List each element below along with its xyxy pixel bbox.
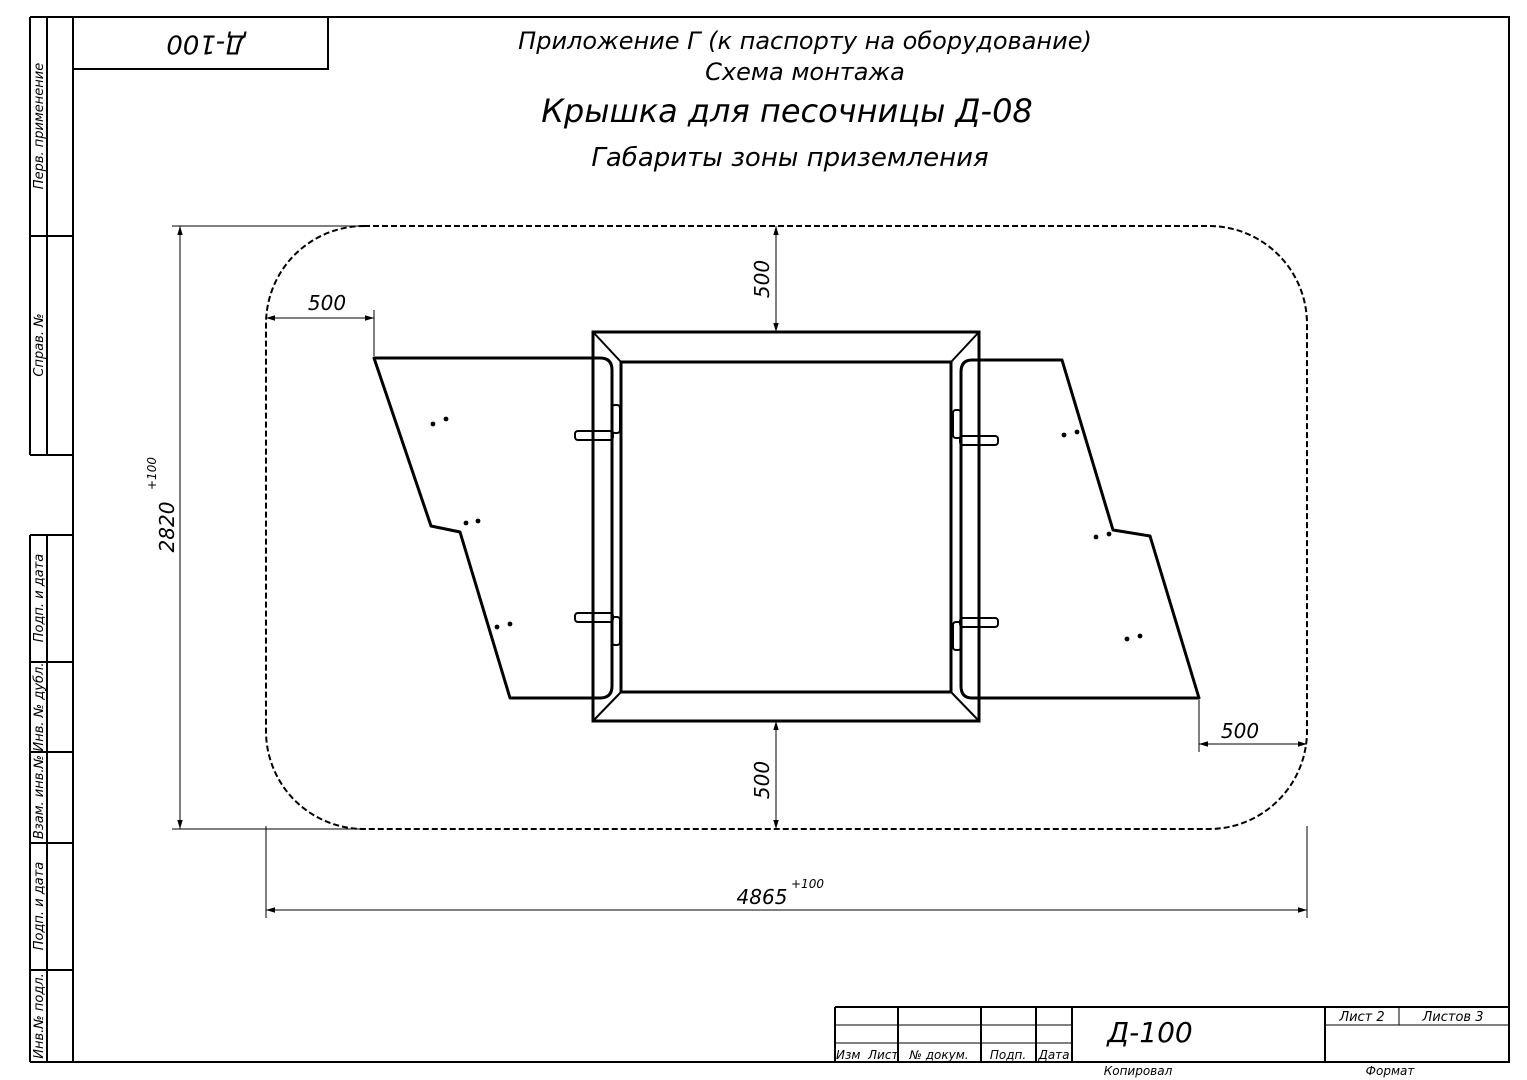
dimension-width-value: 4865 [737,885,788,909]
dimension-clearance-left: 500 [266,291,375,356]
side-label-inv-no-podl: Инв.№ подл. [32,973,47,1059]
zone-title: Габариты зоны приземления [591,143,988,173]
side-label-sprav-no: Справ. № [32,313,47,376]
dimension-height: 2820 +100 [145,225,366,830]
title-block-col-list: Лист [867,1048,899,1062]
side-label-inv-no-dubl: Инв. № дубл. [32,663,47,752]
left-margin-strip: Перв. применение Справ. № Подп. и дата И… [29,16,73,1063]
side-label-vzam-inv-no: Взам. инв.№ [32,755,47,839]
title-block: Изм Лист № докум. Подп. Дата Д-100 Лист … [834,1006,1509,1078]
title-block-sheets: Листов 3 [1422,1010,1484,1025]
top-stamp: Д-100 [72,16,329,70]
dimension-clearance-top: 500 [750,226,779,332]
dimension-width: 4865 +100 [265,826,1308,918]
side-label-podp-data-1: Подп. и дата [32,554,47,643]
title-block-col-podp: Подп. [990,1048,1026,1062]
title-block-format: Формат [1366,1064,1416,1078]
dimension-height-value: 2820 [155,502,179,553]
dimension-clearance-bottom-value: 500 [750,761,774,799]
dimension-clearance-right-value: 500 [1221,719,1259,743]
appendix-title: Приложение Г (к паспорту на оборудование… [518,27,1092,55]
dimension-clearance-bottom: 500 [750,721,779,829]
scheme-title: Схема монтажа [705,58,905,86]
title-block-col-izm: Изм [836,1048,860,1062]
sandbox-frame [591,330,981,723]
drawing-frame [72,16,1510,1063]
product-title: Крышка для песочницы Д-08 [541,92,1033,130]
side-label-perv-primenenie: Перв. применение [32,63,47,189]
top-stamp-code: Д-100 [166,29,246,59]
right-lid-panel [952,358,1201,700]
left-lid-panel [372,356,621,700]
dimension-clearance-right: 500 [1198,700,1307,752]
title-block-sheet: Лист 2 [1338,1010,1384,1025]
dimension-clearance-left-value: 500 [308,291,346,315]
side-label-podp-data-2: Подп. и дата [32,862,47,951]
title-block-col-data: Дата [1037,1048,1069,1062]
dimension-height-tolerance: +100 [145,457,159,490]
landing-zone-outline [265,225,1308,830]
dimension-clearance-top-value: 500 [750,260,774,298]
title-block-col-doc: № докум. [908,1048,968,1062]
title-block-doc-code: Д-100 [1105,1016,1192,1049]
dimension-width-tolerance: +100 [791,877,824,891]
title-block-copied: Копировал [1104,1064,1173,1078]
